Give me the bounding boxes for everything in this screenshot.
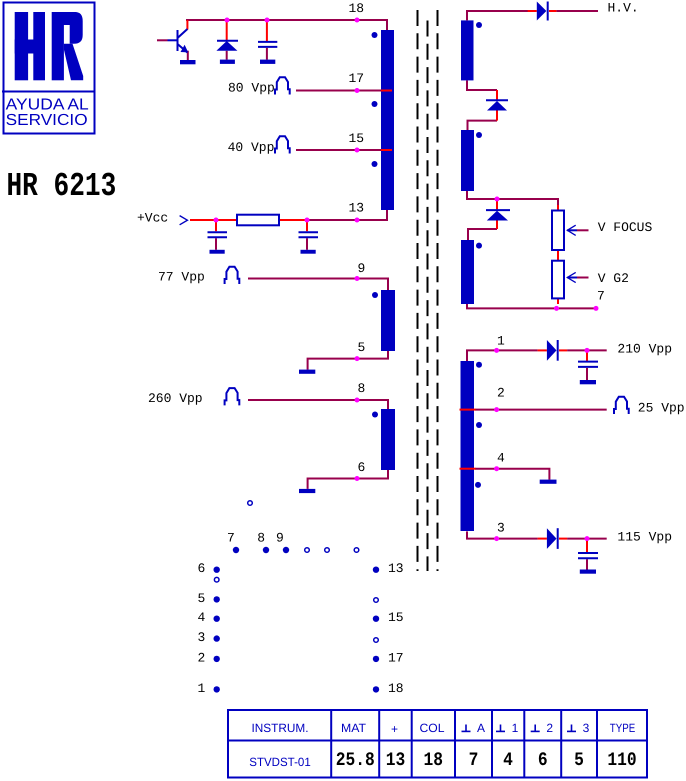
svg-text:110: 110 — [607, 749, 636, 771]
svg-text:+: + — [391, 722, 398, 736]
svg-text:210 Vpp: 210 Vpp — [617, 342, 672, 357]
svg-text:8: 8 — [257, 531, 265, 546]
svg-text:17: 17 — [349, 71, 365, 86]
svg-text:A: A — [477, 721, 485, 735]
svg-text:V G2: V G2 — [598, 271, 629, 286]
svg-text:115 Vpp: 115 Vpp — [617, 530, 672, 545]
svg-text:2: 2 — [198, 650, 206, 665]
svg-text:3: 3 — [497, 520, 505, 535]
svg-text:9: 9 — [276, 531, 284, 546]
svg-text:INSTRUM.: INSTRUM. — [252, 721, 309, 735]
svg-text:1: 1 — [497, 333, 505, 348]
svg-text:6: 6 — [358, 460, 366, 475]
svg-text:SERVICIO: SERVICIO — [6, 112, 88, 129]
svg-text:3: 3 — [198, 630, 206, 645]
svg-text:1: 1 — [198, 681, 206, 696]
svg-text:260 Vpp: 260 Vpp — [148, 391, 203, 406]
svg-text:13: 13 — [386, 749, 406, 771]
svg-text:STVDST-01: STVDST-01 — [249, 755, 311, 769]
svg-text:4: 4 — [503, 749, 513, 771]
svg-text:80 Vpp: 80 Vpp — [228, 80, 275, 95]
svg-text:5: 5 — [574, 749, 584, 771]
svg-text:8: 8 — [358, 381, 366, 396]
svg-text:15: 15 — [388, 610, 404, 625]
svg-text:AYUDA AL: AYUDA AL — [6, 97, 89, 114]
svg-text:40 Vpp: 40 Vpp — [228, 140, 275, 155]
svg-text:7: 7 — [469, 749, 479, 771]
svg-text:18: 18 — [388, 681, 404, 696]
svg-text:18: 18 — [424, 749, 444, 771]
svg-text:77 Vpp: 77 Vpp — [158, 270, 205, 285]
svg-text:5: 5 — [198, 591, 206, 606]
svg-text:7: 7 — [227, 531, 235, 546]
svg-text:+Vcc: +Vcc — [137, 211, 168, 226]
svg-text:2: 2 — [546, 721, 553, 735]
svg-text:13: 13 — [388, 561, 404, 576]
svg-text:4: 4 — [497, 451, 505, 466]
svg-text:6: 6 — [198, 561, 206, 576]
svg-text:25 Vpp: 25 Vpp — [638, 401, 685, 416]
svg-text:3: 3 — [583, 721, 590, 735]
svg-text:9: 9 — [358, 261, 366, 276]
svg-text:13: 13 — [349, 201, 365, 216]
svg-text:17: 17 — [388, 650, 404, 665]
svg-text:18: 18 — [349, 1, 365, 16]
svg-text:7: 7 — [597, 289, 605, 304]
svg-text:COL: COL — [420, 721, 445, 735]
svg-text:H.V.: H.V. — [608, 1, 639, 16]
svg-text:HR 6213: HR 6213 — [7, 168, 117, 206]
svg-text:25.8: 25.8 — [336, 749, 375, 771]
svg-text:TYPE: TYPE — [610, 721, 635, 735]
svg-text:15: 15 — [349, 131, 365, 146]
svg-text:4: 4 — [198, 610, 206, 625]
svg-text:6: 6 — [538, 749, 548, 771]
svg-text:MAT: MAT — [341, 721, 367, 735]
svg-text:1: 1 — [512, 721, 519, 735]
svg-text:2: 2 — [497, 385, 505, 400]
svg-text:V FOCUS: V FOCUS — [598, 220, 653, 235]
svg-text:5: 5 — [358, 340, 366, 355]
